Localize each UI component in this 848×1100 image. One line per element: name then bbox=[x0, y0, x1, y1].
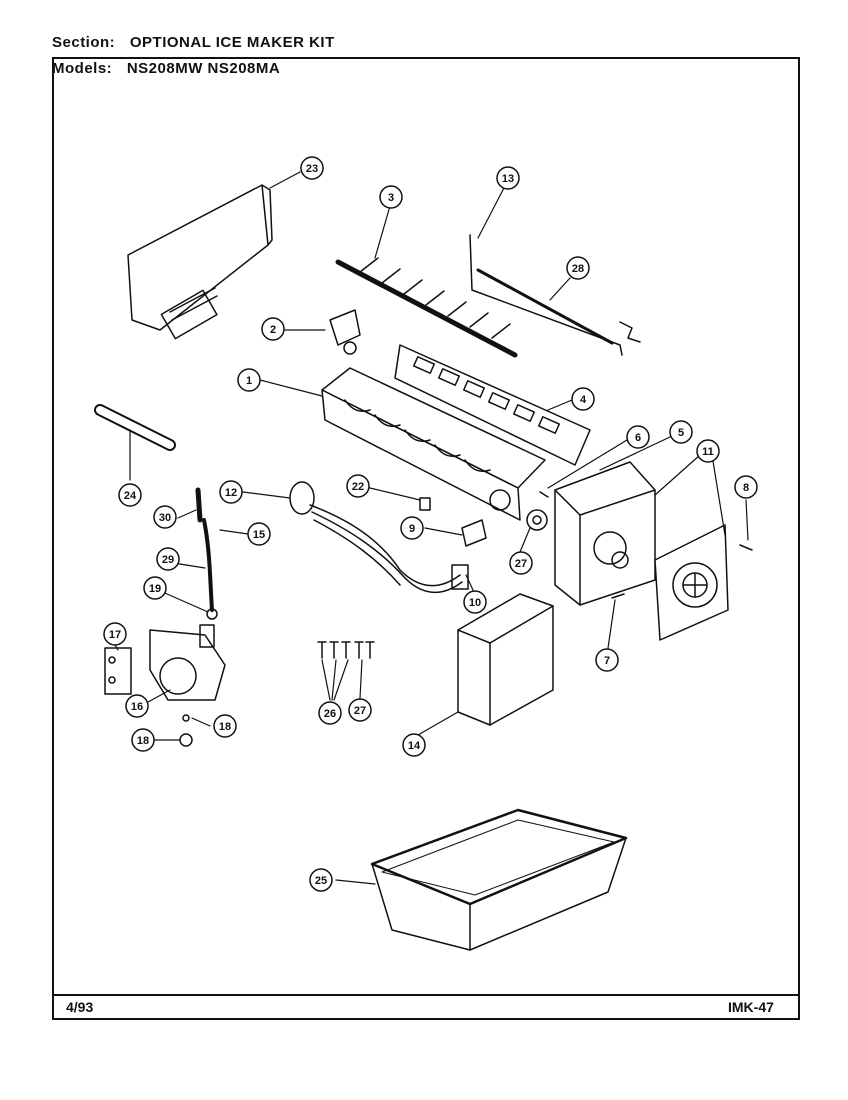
footer-date: 4/93 bbox=[66, 999, 94, 1015]
svg-text:22: 22 bbox=[352, 481, 364, 493]
svg-text:18: 18 bbox=[137, 735, 149, 747]
part-ice-bin bbox=[370, 808, 628, 951]
part-fill-tube bbox=[195, 487, 218, 620]
svg-text:9: 9 bbox=[409, 523, 415, 535]
models-label: Models: bbox=[52, 60, 113, 77]
svg-text:24: 24 bbox=[124, 490, 137, 502]
callout-28: 28 bbox=[566, 256, 590, 280]
svg-text:4: 4 bbox=[580, 394, 587, 406]
svg-text:27: 27 bbox=[354, 705, 366, 717]
footer-divider bbox=[52, 994, 800, 996]
svg-text:3: 3 bbox=[388, 192, 394, 204]
svg-text:10: 10 bbox=[469, 597, 481, 609]
callout-bubbles: 23 3 13 28 2 1 4 6 5 11 8 24 12 22 30 15… bbox=[103, 156, 758, 892]
part-mold bbox=[321, 367, 546, 521]
svg-text:17: 17 bbox=[109, 629, 121, 641]
svg-text:15: 15 bbox=[253, 529, 265, 541]
svg-text:19: 19 bbox=[149, 583, 161, 595]
callout-10: 10 bbox=[463, 590, 487, 614]
part-stripper bbox=[394, 344, 591, 466]
svg-text:14: 14 bbox=[408, 740, 421, 752]
callout-4: 4 bbox=[571, 387, 595, 411]
part-ejector bbox=[335, 257, 518, 358]
callout-27-a: 27 bbox=[509, 551, 533, 575]
part-control-housing bbox=[554, 461, 656, 606]
svg-text:2: 2 bbox=[270, 324, 276, 336]
callout-11: 11 bbox=[696, 439, 720, 463]
svg-text:8: 8 bbox=[743, 482, 749, 494]
part-heater-tube bbox=[94, 404, 176, 451]
models-list: NS208MW NS208MA bbox=[126, 60, 281, 77]
svg-text:7: 7 bbox=[604, 655, 610, 667]
part-motor-plate bbox=[654, 524, 729, 641]
svg-text:11: 11 bbox=[702, 446, 714, 458]
part-cover-box bbox=[457, 593, 554, 726]
part-shutoff-arm bbox=[469, 234, 641, 356]
part-bracket bbox=[329, 309, 361, 355]
callout-13: 13 bbox=[496, 166, 520, 190]
callout-30: 30 bbox=[153, 505, 177, 529]
svg-text:6: 6 bbox=[635, 432, 641, 444]
models-header: Models: NS208MW NS208MA bbox=[52, 60, 280, 77]
callout-25: 25 bbox=[309, 868, 333, 892]
callout-18-b: 18 bbox=[131, 728, 155, 752]
callout-22: 22 bbox=[346, 474, 370, 498]
svg-text:26: 26 bbox=[324, 708, 336, 720]
callout-5: 5 bbox=[669, 420, 693, 444]
section-header: Section: OPTIONAL ICE MAKER KIT bbox=[52, 34, 335, 51]
svg-text:27: 27 bbox=[515, 558, 527, 570]
callout-14: 14 bbox=[402, 733, 426, 757]
callout-23: 23 bbox=[300, 156, 324, 180]
svg-text:16: 16 bbox=[131, 701, 143, 713]
callout-12: 12 bbox=[219, 480, 243, 504]
svg-text:23: 23 bbox=[306, 163, 318, 175]
section-title: OPTIONAL ICE MAKER KIT bbox=[129, 34, 335, 51]
callout-6: 6 bbox=[626, 425, 650, 449]
svg-text:25: 25 bbox=[315, 875, 327, 887]
callout-9: 9 bbox=[400, 516, 424, 540]
callout-15: 15 bbox=[247, 522, 271, 546]
callout-27-b: 27 bbox=[348, 698, 372, 722]
part-screws bbox=[317, 641, 375, 659]
callout-17: 17 bbox=[103, 622, 127, 646]
callout-26: 26 bbox=[318, 701, 342, 725]
part-wire-harness bbox=[289, 481, 469, 594]
svg-text:1: 1 bbox=[246, 375, 252, 387]
part-small-screws bbox=[539, 491, 753, 599]
callout-2: 2 bbox=[261, 317, 285, 341]
callout-18-a: 18 bbox=[213, 714, 237, 738]
svg-text:12: 12 bbox=[225, 487, 237, 499]
callout-19: 19 bbox=[143, 576, 167, 600]
diagram-frame bbox=[52, 57, 800, 1020]
svg-text:30: 30 bbox=[159, 512, 171, 524]
section-label: Section: bbox=[52, 34, 116, 51]
callout-16: 16 bbox=[125, 694, 149, 718]
svg-text:13: 13 bbox=[502, 173, 514, 185]
svg-text:29: 29 bbox=[162, 554, 174, 566]
svg-text:5: 5 bbox=[678, 427, 684, 439]
callout-8: 8 bbox=[734, 475, 758, 499]
part-gear bbox=[526, 509, 548, 531]
callout-29: 29 bbox=[156, 547, 180, 571]
part-cover-panel bbox=[127, 184, 273, 340]
svg-text:18: 18 bbox=[219, 721, 231, 733]
callout-1: 1 bbox=[237, 368, 261, 392]
svg-text:28: 28 bbox=[572, 263, 584, 275]
callout-24: 24 bbox=[118, 483, 142, 507]
footer-page-code: IMK-47 bbox=[728, 999, 774, 1015]
callout-7: 7 bbox=[595, 648, 619, 672]
part-water-valve bbox=[104, 624, 226, 747]
part-clips bbox=[419, 497, 487, 547]
callout-3: 3 bbox=[379, 185, 403, 209]
leader-lines bbox=[114, 171, 749, 885]
